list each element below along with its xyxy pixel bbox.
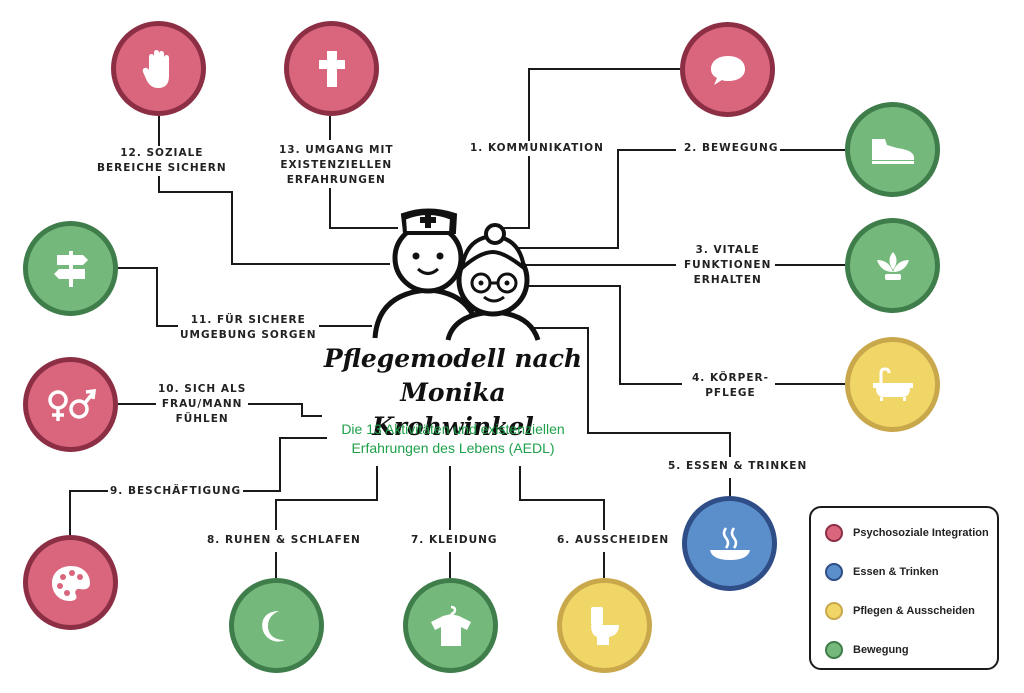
label-12: 12. SOZIALE BEREICHE SICHERN [95,146,229,176]
lotus-icon [876,251,909,280]
diagram-subtitle: Die 13 Aktivitäten und existenziellen Er… [341,421,565,456]
connector-4b [527,285,682,385]
label-9: 9. BESCHÄFTIGUNG [108,484,244,499]
circle-ausscheiden [557,578,652,673]
hand-icon [142,49,169,88]
connector-13b [329,188,398,229]
legend-item-movement: Bewegung [825,641,909,659]
legend-dot-food [825,563,843,581]
cross-icon [318,50,345,87]
connector-11 [118,267,180,327]
connector-5b [528,327,731,457]
speech-bubble-icon [710,55,745,85]
label-1: 1. KOMMUNIKATION [468,141,606,156]
circle-existenzielle-erfahrungen [284,21,379,116]
connector-12b [158,176,390,265]
legend-label: Bewegung [853,644,909,656]
label-13: 13. UMGANG MIT EXISTENZIELLEN ERFAHRUNGE… [277,143,396,188]
connector-9b [228,437,327,492]
soup-bowl-icon [709,526,750,560]
legend-item-psychosocial: Psychosoziale Integration [825,524,989,542]
label-10: 10. SICH ALS FRAU/MANN FÜHLEN [156,382,249,427]
legend-item-care: Pflegen & Ausscheiden [825,602,975,620]
circle-kommunikation [680,22,775,117]
palette-icon [51,565,90,601]
connector-6b [519,466,605,530]
label-8: 8. RUHEN & SCHLAFEN [205,533,363,548]
circle-sichere-umgebung [23,221,118,316]
shirt-on-hanger-icon [430,605,471,646]
diagram-title: Pflegemodell nach Monika Krohwinkel [323,344,583,441]
legend-dot-movement [825,641,843,659]
label-6: 6. AUSSCHEIDEN [555,533,672,548]
connector-2b [510,149,676,249]
legend-item-food: Essen & Trinken [825,563,939,581]
label-7: 7. KLEIDUNG [409,533,500,548]
legend-dot-psychosocial [825,524,843,542]
legend-label: Essen & Trinken [853,566,939,578]
label-5: 5. ESSEN & TRINKEN [666,459,810,474]
legend-label: Psychosoziale Integration [853,527,989,539]
circle-beschaeftigung [23,535,118,630]
moon-icon [261,610,285,642]
circle-ruhen-schlafen [229,578,324,673]
label-3: 3. VITALE FUNKTIONEN ERHALTEN [682,243,774,288]
gender-symbols-icon [47,388,96,421]
label-4: 4. KÖRPER- PFLEGE [690,371,771,401]
legend-label: Pflegen & Ausscheiden [853,605,975,617]
connector-8b [275,466,378,530]
connector-10b [248,403,322,417]
bathtub-icon [872,366,913,401]
circle-frau-mann [23,357,118,452]
label-11: 11. FÜR SICHERE UMGEBUNG SORGEN [178,313,319,343]
connector-9 [69,490,108,535]
circle-bewegung [845,102,940,197]
grandmother-figure [445,223,541,341]
circle-essen-trinken [682,496,777,591]
legend-dot-care [825,602,843,620]
toilet-icon [590,606,619,645]
legend: Psychosoziale Integration Essen & Trinke… [809,506,999,670]
circle-koerperpflege [845,337,940,432]
shoe-icon [871,138,914,164]
signpost-icon [53,250,88,287]
label-2: 2. BEWEGUNG [682,141,781,156]
circle-soziale-bereiche [111,21,206,116]
circle-kleidung [403,578,498,673]
circle-vitale-funktionen [845,218,940,313]
